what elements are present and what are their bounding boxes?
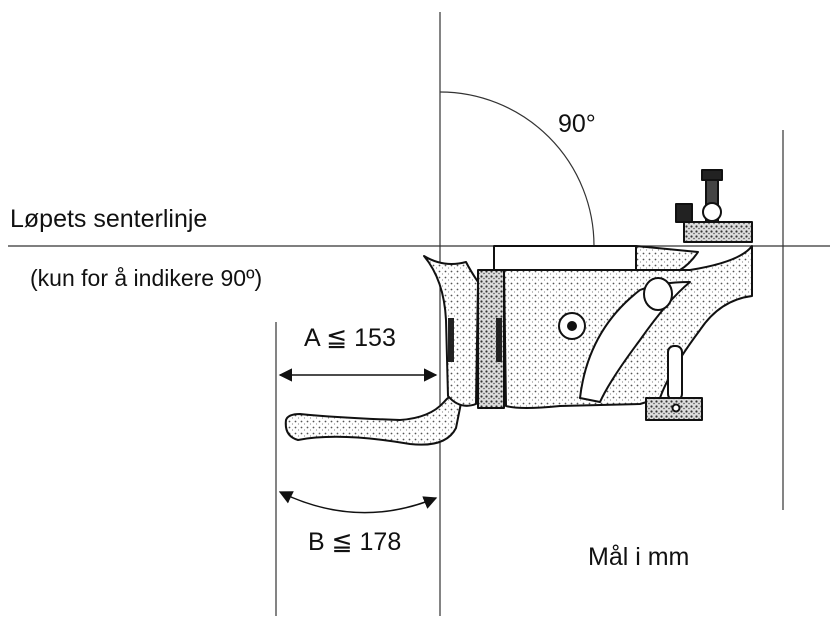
pistol-grip-illustration — [284, 169, 753, 446]
angle-label: 90° — [558, 110, 596, 138]
dimension-b-label: B ≦ 178 — [308, 528, 402, 556]
centerline-label: Løpets senterlinje — [10, 205, 208, 233]
top-block-wedge — [635, 245, 699, 271]
sight-base — [683, 221, 753, 243]
grip-knob — [643, 277, 673, 311]
sight-adjuster — [702, 202, 722, 222]
grip-screw-center — [567, 321, 577, 331]
indication-note: (kun for å indikere 90º) — [30, 265, 263, 291]
sight-knob-side — [675, 203, 693, 223]
dimension-b-arrow — [278, 491, 438, 514]
top-block — [493, 245, 637, 271]
lower-adjuster-bar — [667, 345, 683, 401]
frame-mark-1 — [448, 318, 454, 362]
lower-adjuster-hole — [671, 403, 681, 413]
palm-rest — [284, 393, 463, 446]
frame-mark-2 — [496, 318, 502, 362]
right-angle-arc — [439, 91, 595, 247]
dimension-a-label: A ≦ 153 — [304, 324, 396, 352]
sight-knob-top — [701, 169, 723, 181]
units-label: Mål i mm — [588, 543, 690, 571]
grip-groove — [579, 281, 691, 403]
